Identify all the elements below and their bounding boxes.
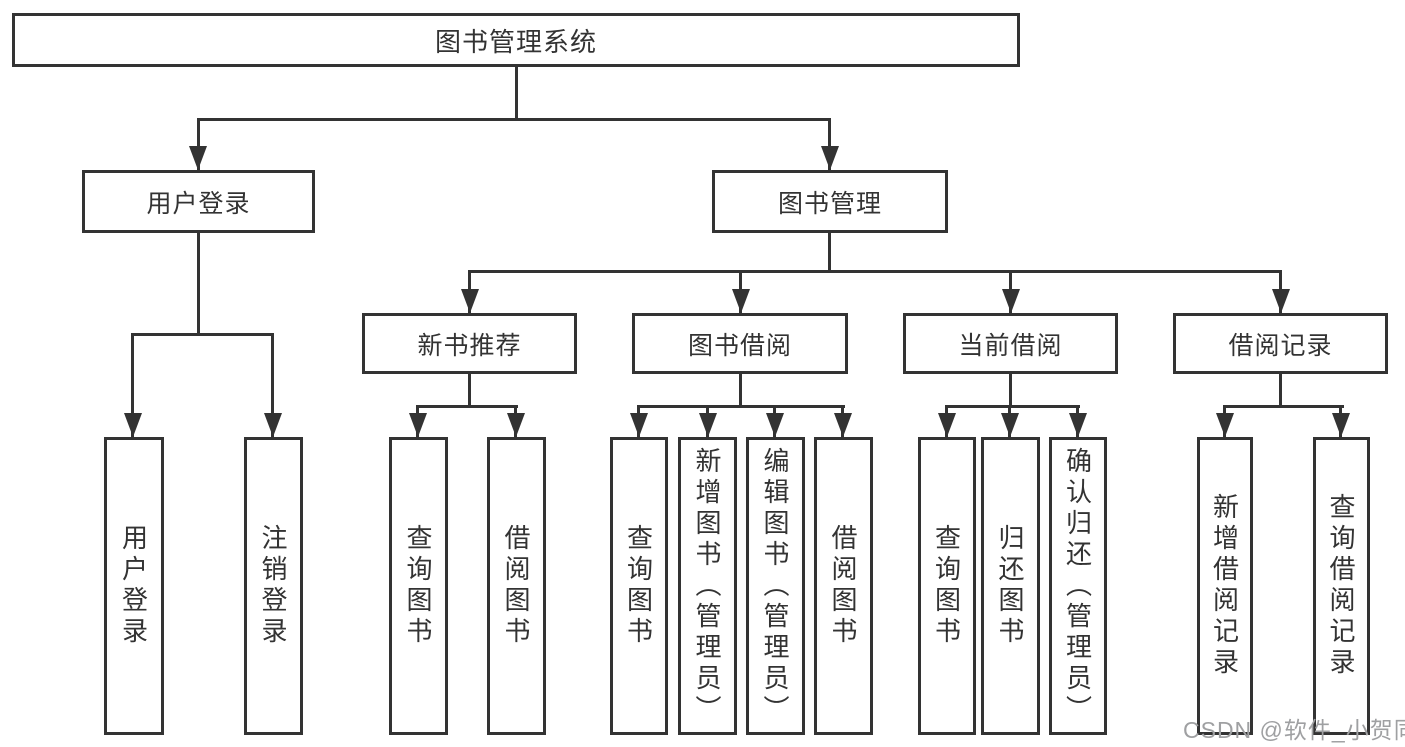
arrowhead-g2c2 bbox=[507, 413, 525, 437]
node-borrowing-records: 借阅记录 bbox=[1173, 313, 1388, 374]
arrowhead-book-borrowing bbox=[732, 289, 750, 313]
connector-book-management-down bbox=[828, 233, 831, 272]
node-return-books: 归还图书 bbox=[981, 437, 1040, 735]
node-user-login: 用户登录 bbox=[82, 170, 315, 233]
arrowhead-current-borrowing bbox=[1002, 289, 1020, 313]
node-query-borrow-record: 查询借阅记录 bbox=[1313, 437, 1370, 735]
arrowhead-g4c1 bbox=[938, 413, 956, 437]
connector-user-login-stem bbox=[197, 118, 200, 170]
node-current-borrowing: 当前借阅 bbox=[903, 313, 1118, 374]
connector-g5-hline bbox=[1223, 405, 1344, 408]
arrowhead-login bbox=[124, 413, 142, 437]
arrowhead-new-book-recommend bbox=[461, 289, 479, 313]
connector-g5-stub bbox=[1279, 374, 1282, 407]
connector-logout-stem bbox=[271, 333, 274, 437]
arrowhead-book-management bbox=[821, 146, 839, 170]
node-borrow-books-recommend: 借阅图书 bbox=[487, 437, 546, 735]
connector-login-stem bbox=[131, 333, 134, 437]
node-root: 图书管理系统 bbox=[12, 13, 1020, 67]
connector-g2-stub bbox=[468, 374, 471, 407]
connector-g3-hline bbox=[637, 405, 845, 408]
arrowhead-g5c2 bbox=[1332, 413, 1350, 437]
node-book-borrowing: 图书借阅 bbox=[632, 313, 848, 374]
arrowhead-g3c3 bbox=[766, 413, 784, 437]
connector-book-management-stem bbox=[828, 118, 831, 170]
connector-root-stub bbox=[515, 67, 518, 119]
connector-level1-hline bbox=[197, 118, 831, 121]
node-query-books-borrowing: 查询图书 bbox=[610, 437, 668, 735]
connector-g4-hline bbox=[945, 405, 1080, 408]
arrowhead-g4c2 bbox=[1001, 413, 1019, 437]
node-logout: 注销登录 bbox=[244, 437, 303, 735]
arrowhead-user-login bbox=[189, 146, 207, 170]
connector-user-login-down bbox=[197, 233, 200, 336]
node-user-login-action: 用户登录 bbox=[104, 437, 164, 735]
node-edit-books-admin: 编辑图书（管理员） bbox=[746, 437, 805, 735]
node-add-books-admin: 新增图书（管理员） bbox=[678, 437, 737, 735]
arrowhead-g3c1 bbox=[630, 413, 648, 437]
arrowhead-g5c1 bbox=[1216, 413, 1234, 437]
arrowhead-borrowing-records bbox=[1272, 289, 1290, 313]
node-book-management: 图书管理 bbox=[712, 170, 948, 233]
arrowhead-logout bbox=[264, 413, 282, 437]
node-new-book-recommend: 新书推荐 bbox=[362, 313, 577, 374]
arrowhead-g3c2 bbox=[699, 413, 717, 437]
connector-sections-hline bbox=[468, 270, 1282, 273]
watermark: CSDN @软件_小贺同学 bbox=[1183, 717, 1405, 743]
arrowhead-g2c1 bbox=[409, 413, 427, 437]
node-borrow-books-borrowing: 借阅图书 bbox=[814, 437, 873, 735]
node-query-books-recommend: 查询图书 bbox=[389, 437, 448, 735]
node-confirm-return-admin: 确认归还（管理员） bbox=[1049, 437, 1107, 735]
arrowhead-g4c3 bbox=[1069, 413, 1087, 437]
connector-g3-stub bbox=[739, 374, 742, 407]
arrowhead-g3c4 bbox=[834, 413, 852, 437]
connector-user-login-hline bbox=[131, 333, 274, 336]
connector-g2-hline bbox=[417, 405, 518, 408]
node-query-books-current: 查询图书 bbox=[918, 437, 976, 735]
node-add-borrow-record: 新增借阅记录 bbox=[1197, 437, 1253, 735]
connector-g4-stub bbox=[1009, 374, 1012, 407]
